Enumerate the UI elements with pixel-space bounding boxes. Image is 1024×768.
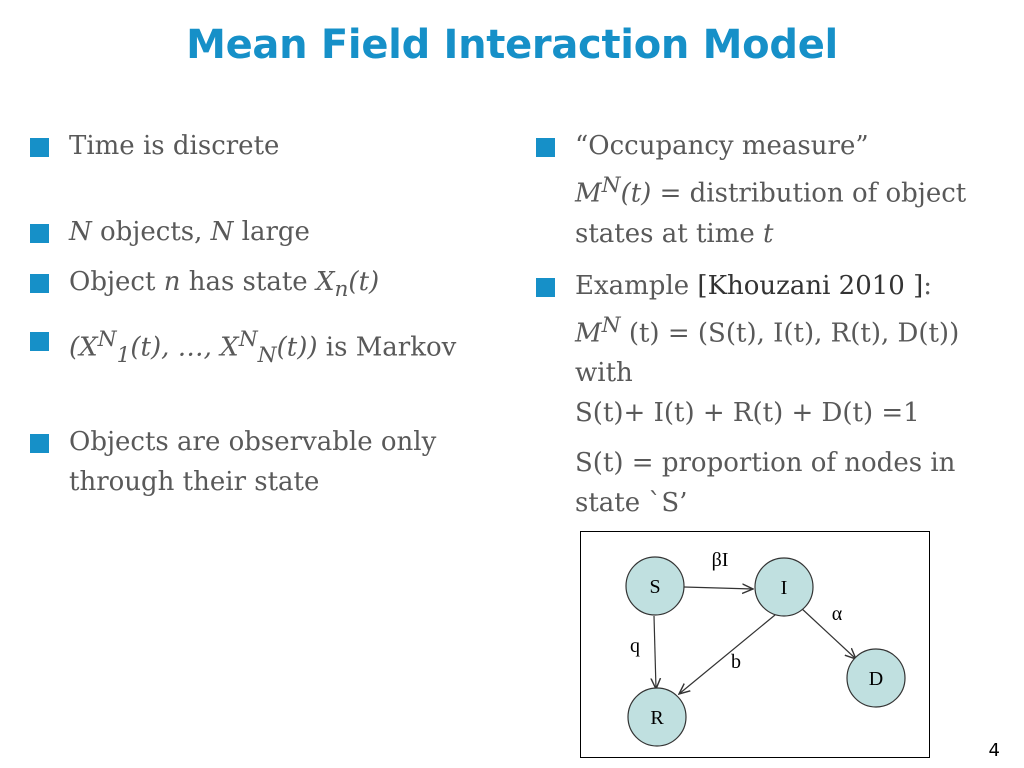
- node-r-label: R: [650, 707, 664, 729]
- sub-n: n: [334, 277, 349, 303]
- edge-i-r: [679, 614, 776, 694]
- text-has-state: has state: [180, 267, 316, 297]
- line-1: S(t) = proportion of nodes in: [575, 448, 956, 479]
- node-d-label: D: [869, 668, 883, 690]
- text-distribution: = distribution of object: [651, 178, 967, 209]
- sird-diagram: S I R D βI α q b: [580, 531, 930, 758]
- node-s: [625, 556, 685, 616]
- var-n: n: [163, 267, 181, 297]
- bullet-n-objects: N objects, N large: [30, 212, 500, 252]
- sup-n: N: [601, 312, 621, 338]
- paragraph-proportion: S(t) = proportion of nodes in state `S’: [536, 443, 1006, 523]
- var-t: t: [763, 218, 774, 249]
- bullet-observable: Objects are observable only through their…: [30, 422, 500, 502]
- colon: :: [923, 270, 932, 301]
- sup-n: N: [238, 327, 258, 353]
- node-r: [627, 687, 687, 747]
- edge-label-alpha: α: [832, 603, 843, 625]
- right-column: “Occupancy measure”MN(t) = distribution …: [536, 126, 1006, 523]
- edge-s-r: [654, 615, 656, 689]
- line-1: “Occupancy measure”: [575, 131, 869, 161]
- formula-part: (t), …, X: [130, 332, 239, 363]
- formula-part: (X: [69, 332, 98, 363]
- edge-label-beta-i: βI: [712, 549, 729, 571]
- formula-sum: S(t)+ I(t) + R(t) + D(t) =1: [575, 398, 920, 429]
- formula: (t) = (S(t), I(t), R(t), D(t)): [620, 318, 960, 349]
- text-with: with: [575, 358, 633, 389]
- node-i: [754, 557, 814, 617]
- bullet-text: Time is discrete: [69, 131, 280, 161]
- slide-title: Mean Field Interaction Model: [186, 22, 838, 68]
- bullet-example: Example [Khouzani 2010 ]: MN (t) = (S(t),…: [536, 266, 1006, 434]
- bullet-occupancy: “Occupancy measure” MN(t) = distribution …: [536, 126, 1006, 254]
- left-column: Time is discrete N objects, N large Obje…: [30, 126, 500, 502]
- node-d: [846, 648, 906, 708]
- line-1: Objects are observable only: [69, 427, 437, 458]
- text-object: Object: [69, 267, 164, 297]
- var-m: M: [575, 178, 602, 209]
- node-s-label: S: [649, 576, 660, 598]
- var-n: N: [210, 217, 234, 247]
- text-states-at-time: states at time: [575, 218, 764, 249]
- text-large: large: [233, 217, 310, 247]
- page-number: 4: [988, 740, 1000, 761]
- sup-n: N: [97, 327, 117, 353]
- formula-part: (t)): [276, 332, 318, 363]
- text-is-markov: is Markov: [317, 332, 457, 363]
- var-n: N: [69, 217, 92, 247]
- sub-1: 1: [116, 343, 131, 369]
- line-2: state `S’: [575, 488, 688, 519]
- text-objects: objects,: [91, 217, 211, 247]
- line-2: through their state: [69, 467, 320, 498]
- var-m: M: [575, 318, 602, 349]
- edge-i-d: [799, 606, 856, 659]
- edge-s-i: [683, 587, 753, 589]
- citation: [Khouzani 2010 ]: [697, 270, 924, 301]
- text-example: Example: [575, 270, 698, 301]
- sup-n: N: [601, 173, 621, 198]
- edge-label-q: q: [630, 635, 640, 657]
- bullet-time-discrete: Time is discrete: [30, 126, 500, 166]
- bullet-markov: (XN1(t), …, XNN(t)) is Markov: [30, 320, 500, 376]
- node-i-label: I: [781, 577, 788, 599]
- var-t: (t): [620, 178, 652, 209]
- var-x: X: [315, 267, 335, 297]
- diagram-svg: S I R D βI α q b: [625, 549, 906, 747]
- sub-n: N: [257, 343, 277, 369]
- edge-label-b: b: [731, 651, 741, 673]
- var-t: (t): [348, 267, 380, 297]
- bullet-object-state: Object n has state Xn(t): [30, 262, 500, 310]
